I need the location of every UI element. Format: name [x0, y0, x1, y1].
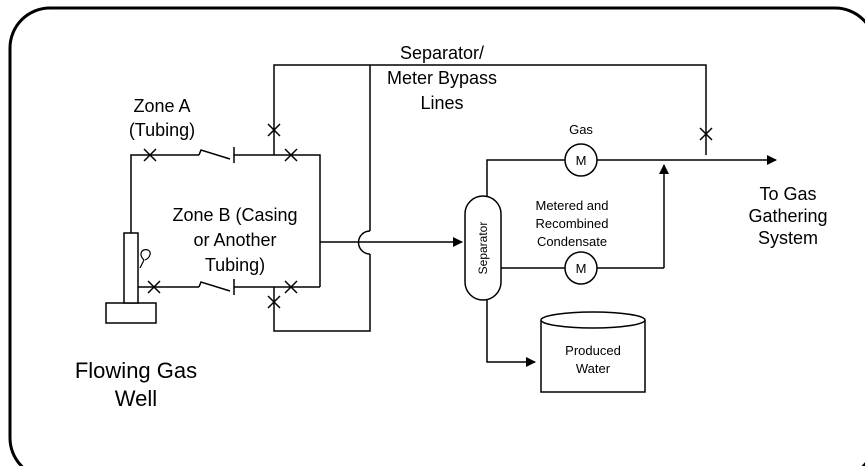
diagram-frame — [8, 6, 865, 466]
valve-x-icon — [143, 148, 157, 162]
zone-a-label-1: Zone A — [133, 96, 190, 116]
produced-water-tank — [540, 311, 646, 393]
water-label-2: Water — [576, 361, 611, 376]
bypass-label-3: Lines — [420, 93, 463, 113]
gas-meter-icon — [564, 143, 598, 177]
valve-x-icon — [267, 295, 281, 309]
to-gas-label-2: Gathering — [748, 206, 827, 226]
well-label-1: Flowing Gas — [75, 358, 197, 383]
gas-label: Gas — [569, 122, 593, 137]
zone-b-check-valve-icon — [198, 279, 240, 295]
well-base — [105, 302, 157, 324]
zone-a-check-valve-icon — [198, 147, 240, 163]
valve-x-icon — [267, 123, 281, 137]
condensate-label-1: Metered and — [536, 198, 609, 213]
wellhead-valve-icon — [139, 249, 151, 269]
condensate-label-2: Recombined — [536, 216, 609, 231]
bypass-label-2: Meter Bypass — [387, 68, 497, 88]
valve-x-icon — [147, 280, 161, 294]
to-gas-label-3: System — [758, 228, 818, 248]
condensate-meter-label: M — [576, 261, 587, 276]
well-casing — [123, 232, 139, 304]
well — [105, 232, 157, 324]
zone-b-label-3: Tubing) — [205, 255, 265, 275]
valve-x-icon — [284, 148, 298, 162]
bypass-lines — [273, 64, 707, 332]
separator-label: Separator — [476, 222, 490, 275]
zone-b-label-1: Zone B (Casing — [172, 205, 297, 225]
zone-b-label-2: or Another — [193, 230, 276, 250]
water-outlet-line — [486, 300, 536, 367]
separator-vessel — [464, 195, 502, 301]
water-label-1: Produced — [565, 343, 621, 358]
condensate-meter-icon — [564, 251, 598, 285]
bypass-label-1: Separator/ — [400, 43, 484, 63]
zone-a-line — [130, 154, 321, 287]
gas-outlet-line — [486, 159, 660, 196]
well-label-2: Well — [115, 386, 157, 411]
to-gas-label-1: To Gas — [759, 184, 816, 204]
gas-meter-label: M — [576, 153, 587, 168]
condensate-label-3: Condensate — [537, 234, 607, 249]
valve-x-icon — [699, 127, 713, 141]
block-valves — [143, 123, 713, 309]
zone-a-label-2: (Tubing) — [129, 120, 195, 140]
valve-x-icon — [284, 280, 298, 294]
